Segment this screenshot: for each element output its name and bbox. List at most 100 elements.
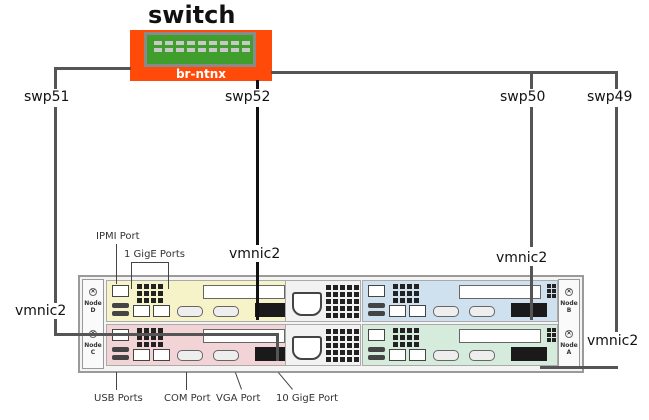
thumbscrew-icon: ✕: [565, 288, 573, 296]
switch-port-led: [187, 48, 195, 52]
callout-10gige-port: 10 GigE Port: [276, 393, 339, 404]
wire-swp50-stub: [530, 71, 533, 89]
wire-bus-right: [271, 71, 617, 74]
wire-swp50-drop: [530, 107, 533, 247]
ten-gige-port-icon: [511, 303, 547, 317]
switch-port-label-swp49: swp49: [586, 89, 634, 105]
status-led-block-icon: [547, 284, 556, 298]
node-a: [362, 324, 558, 366]
ten-gige-port-icon: [255, 303, 291, 317]
wire-swp49-stub: [615, 71, 618, 89]
switch-port-led: [220, 48, 228, 52]
switch-port-led: [165, 48, 173, 52]
callout-1gige-ports: 1 GigE Ports: [124, 249, 185, 260]
ipmi-port-icon: [112, 285, 129, 297]
switch-port-led: [209, 41, 217, 45]
gige-port-icon: [133, 305, 150, 317]
switch-port-led: [242, 41, 250, 45]
vga-port-icon: [213, 306, 239, 317]
switch-port-led: [231, 48, 239, 52]
wire-node-c-10g-drop: [276, 333, 279, 361]
gige-port-icon: [133, 349, 150, 361]
switch-port-led: [176, 41, 184, 45]
wire-swp50-into-node-b: [530, 265, 533, 320]
callout-1gige-bracket: [131, 262, 169, 289]
wire-swp49-drop: [615, 107, 618, 332]
gige-port-icon: [389, 305, 406, 317]
wire-bus-left: [54, 67, 131, 70]
callout-vga-port: VGA Port: [216, 393, 261, 404]
power-inlet-icon: [292, 292, 322, 316]
callout-com-line: [186, 372, 187, 390]
fan-grille-icon: [326, 285, 359, 318]
node-b: [362, 280, 558, 322]
thumbscrew-icon: ✕: [565, 330, 573, 338]
pcie-slot-icon: [459, 329, 541, 343]
switch-port-led: [220, 41, 228, 45]
usb-port-icon: [112, 347, 129, 352]
usb-port-icon: [368, 355, 385, 360]
port-block-icon: [137, 328, 163, 347]
wire-swp51-to-node-c: [54, 333, 279, 336]
switch-port-label-swp50: swp50: [499, 89, 547, 105]
wire-swp51-stub: [54, 67, 57, 89]
bridge-label: br-ntnx: [175, 67, 227, 81]
switch-port-panel: [144, 32, 256, 67]
vga-port-icon: [213, 350, 239, 361]
switch-port-led: [242, 48, 250, 52]
wire-swp51-corner: [54, 318, 57, 336]
callout-ipmi-port: IPMI Port: [96, 231, 140, 242]
ten-gige-port-icon: [511, 347, 547, 361]
gige-port-icon: [409, 305, 426, 317]
power-supply-top: [285, 280, 361, 322]
switch-port-led: [165, 41, 173, 45]
wire-swp52-stub: [256, 80, 259, 89]
nic-label-node-d: vmnic2: [228, 246, 282, 262]
pcie-slot-icon: [459, 285, 541, 299]
wire-swp52-drop: [256, 107, 259, 245]
wire-swp49-to-node-a: [540, 366, 618, 369]
com-port-icon: [433, 306, 459, 317]
node-c: [106, 324, 302, 366]
usb-port-icon: [112, 303, 129, 308]
switch-port-led: [154, 41, 162, 45]
switch-port-led: [187, 41, 195, 45]
nic-label-node-a: vmnic2: [586, 333, 640, 349]
com-port-icon: [177, 350, 203, 361]
switch-title: switch: [148, 1, 236, 29]
gige-port-icon: [409, 349, 426, 361]
ten-gige-port-icon: [255, 347, 291, 361]
switch-port-grid: [154, 41, 250, 52]
ipmi-port-icon: [368, 285, 385, 297]
callout-ipmi-line: [116, 244, 117, 284]
power-inlet-icon: [292, 336, 322, 360]
nic-label-node-c: vmnic2: [14, 303, 68, 319]
usb-port-icon: [368, 311, 385, 316]
com-port-icon: [433, 350, 459, 361]
vga-port-icon: [469, 350, 495, 361]
gige-port-icon: [153, 349, 170, 361]
gige-port-icon: [389, 349, 406, 361]
callout-com-port: COM Port: [164, 393, 211, 404]
usb-port-icon: [112, 311, 129, 316]
switch-port-led: [176, 48, 184, 52]
gige-port-icon: [153, 305, 170, 317]
usb-port-icon: [112, 355, 129, 360]
wire-swp52-into-node-d: [256, 262, 259, 320]
ipmi-port-icon: [368, 329, 385, 341]
fan-grille-icon: [326, 329, 359, 362]
callout-usb-line: [116, 372, 117, 390]
pcie-slot-icon: [203, 329, 285, 343]
usb-port-icon: [368, 347, 385, 352]
callout-10gige-line: [278, 372, 293, 390]
switch-port-led: [198, 48, 206, 52]
switch-port-led: [209, 48, 217, 52]
switch-port-led: [231, 41, 239, 45]
